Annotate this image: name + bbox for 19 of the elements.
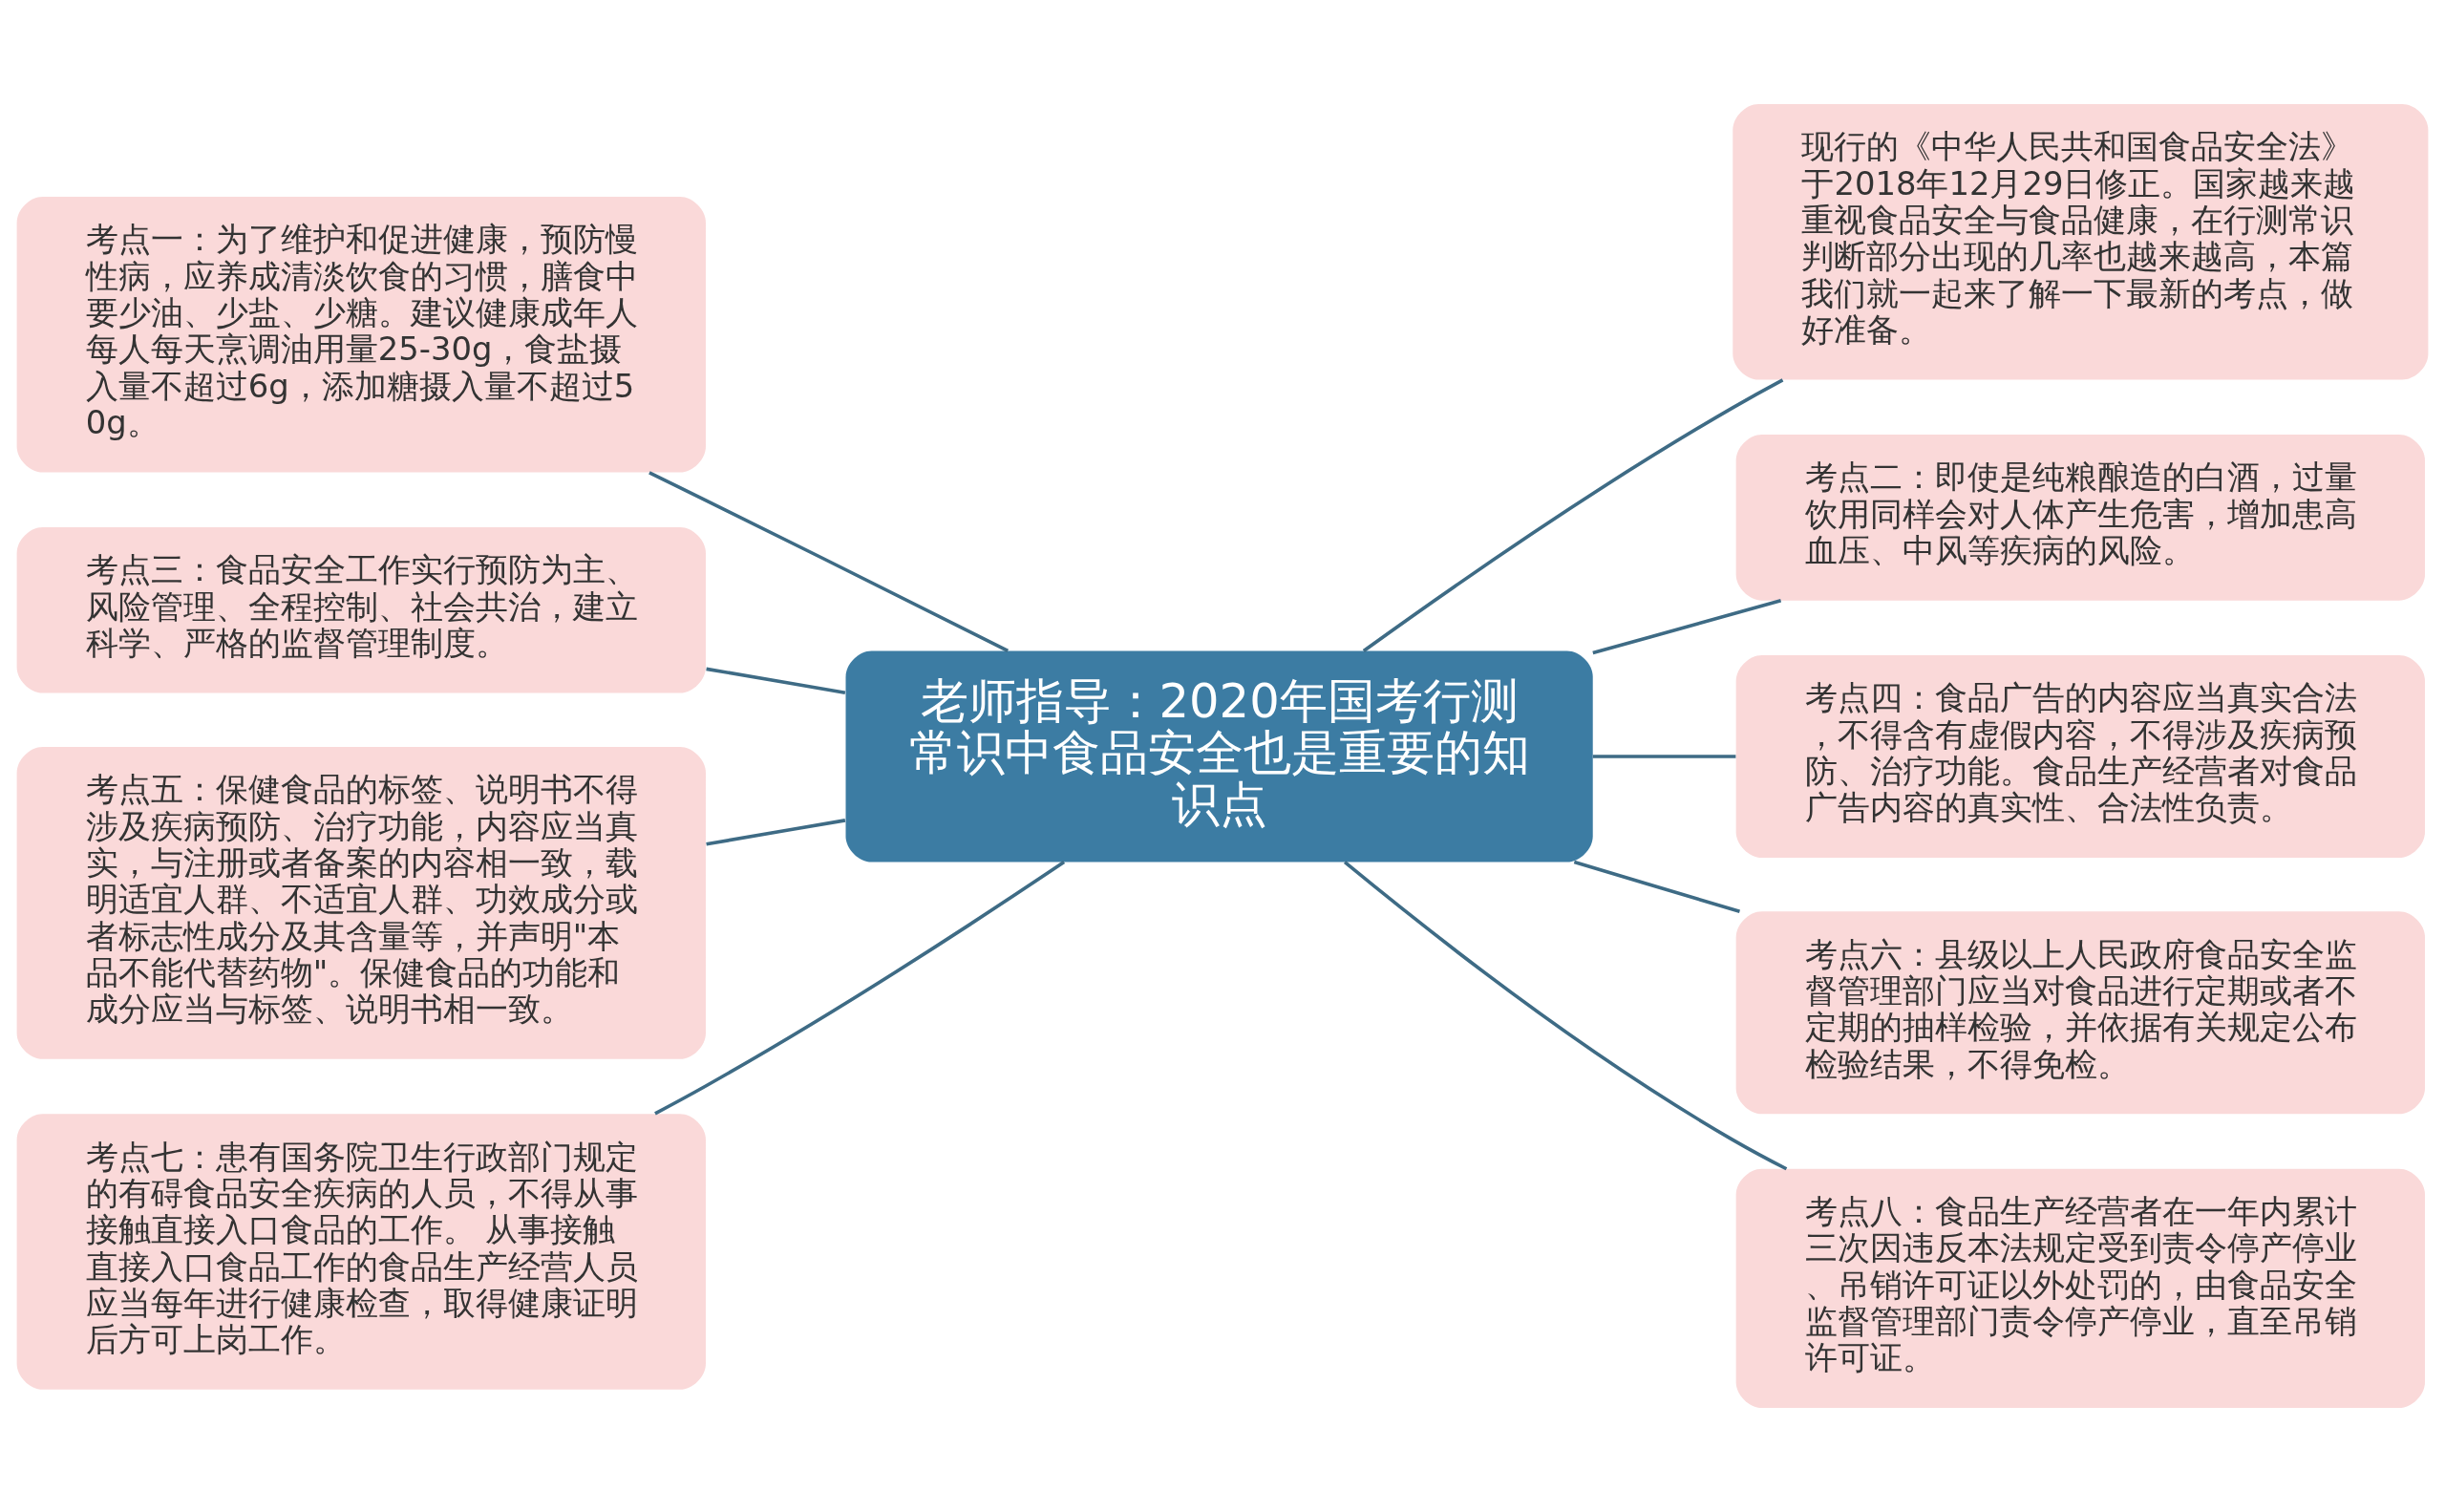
node-box: 考点六：县级以上人民政府食品安全监督管理部门应当对食品进行定期或者不定期的抽样检验，并依据有关规定公布检验结果，不得免检。 — [1735, 911, 2425, 1115]
connector — [648, 471, 1010, 653]
connector — [1592, 755, 1736, 758]
node-box: 现行的《中华人民共和国食品安全法》于2018年12月29日修正。国家越来越重视食品安全与食品健康，在行测常识判断部分出现的几率也越来越高，本篇我们就一起来了解一下最新的考点，做好准备。 — [1733, 104, 2429, 380]
node-box: 考点二：即使是纯粮酿造的白酒，过量饮用同样会对人体产生危害，增加患高血压、中风等疾病的风险。 — [1735, 435, 2425, 601]
node-box: 考点四：食品广告的内容应当真实合法，不得含有虚假内容，不得涉及疾病预防、治疗功能。食品生产经营者对食品广告内容的真实性、合法性负责。 — [1735, 655, 2425, 858]
connector — [706, 819, 846, 846]
connector — [1362, 378, 1784, 652]
connector — [1343, 861, 1788, 1171]
node-box: 老师指导：2020年国考行测常识中食品安全也是重要的知识点 — [845, 650, 1593, 862]
connector — [706, 667, 846, 695]
node-box: 考点五：保健食品的标签、说明书不得涉及疾病预防、治疗功能，内容应当真实，与注册或者备案的内容相一致，载明适宜人群、不适宜人群、功效成分或者标志性成分及其含量等，并声明"本品不能代替药物"。保健食品的功能和成分应当与标签、说明书相一致。 — [16, 746, 706, 1059]
connector — [1573, 860, 1740, 914]
node-box: 考点三：食品安全工作实行预防为主、风险管理、全程控制、社会共治，建立科学、严格的监督管理制度。 — [16, 527, 706, 693]
node-box: 考点一：为了维护和促进健康，预防慢性病，应养成清淡饮食的习惯，膳食中要少油、少盐、少糖。建议健康成年人每人每天烹调油用量25-30g，食盐摄入量不超过6g，添加糖摄入量不超过50g。 — [16, 196, 706, 473]
node-box: 考点八：食品生产经营者在一年内累计三次因违反本法规定受到责令停产停业、吊销许可证以外处罚的，由食品安全监督管理部门责令停产停业，直至吊销许可证。 — [1735, 1168, 2425, 1408]
connector — [1592, 598, 1782, 655]
node-box: 考点七：患有国务院卫生行政部门规定的有碍食品安全疾病的人员，不得从事接触直接入口食品的工作。 从事接触直接入口食品工作的食品生产经营人员应当每年进行健康检查，取得健康证明后方可上岗工作。 — [16, 1114, 706, 1390]
connector — [654, 861, 1066, 1116]
